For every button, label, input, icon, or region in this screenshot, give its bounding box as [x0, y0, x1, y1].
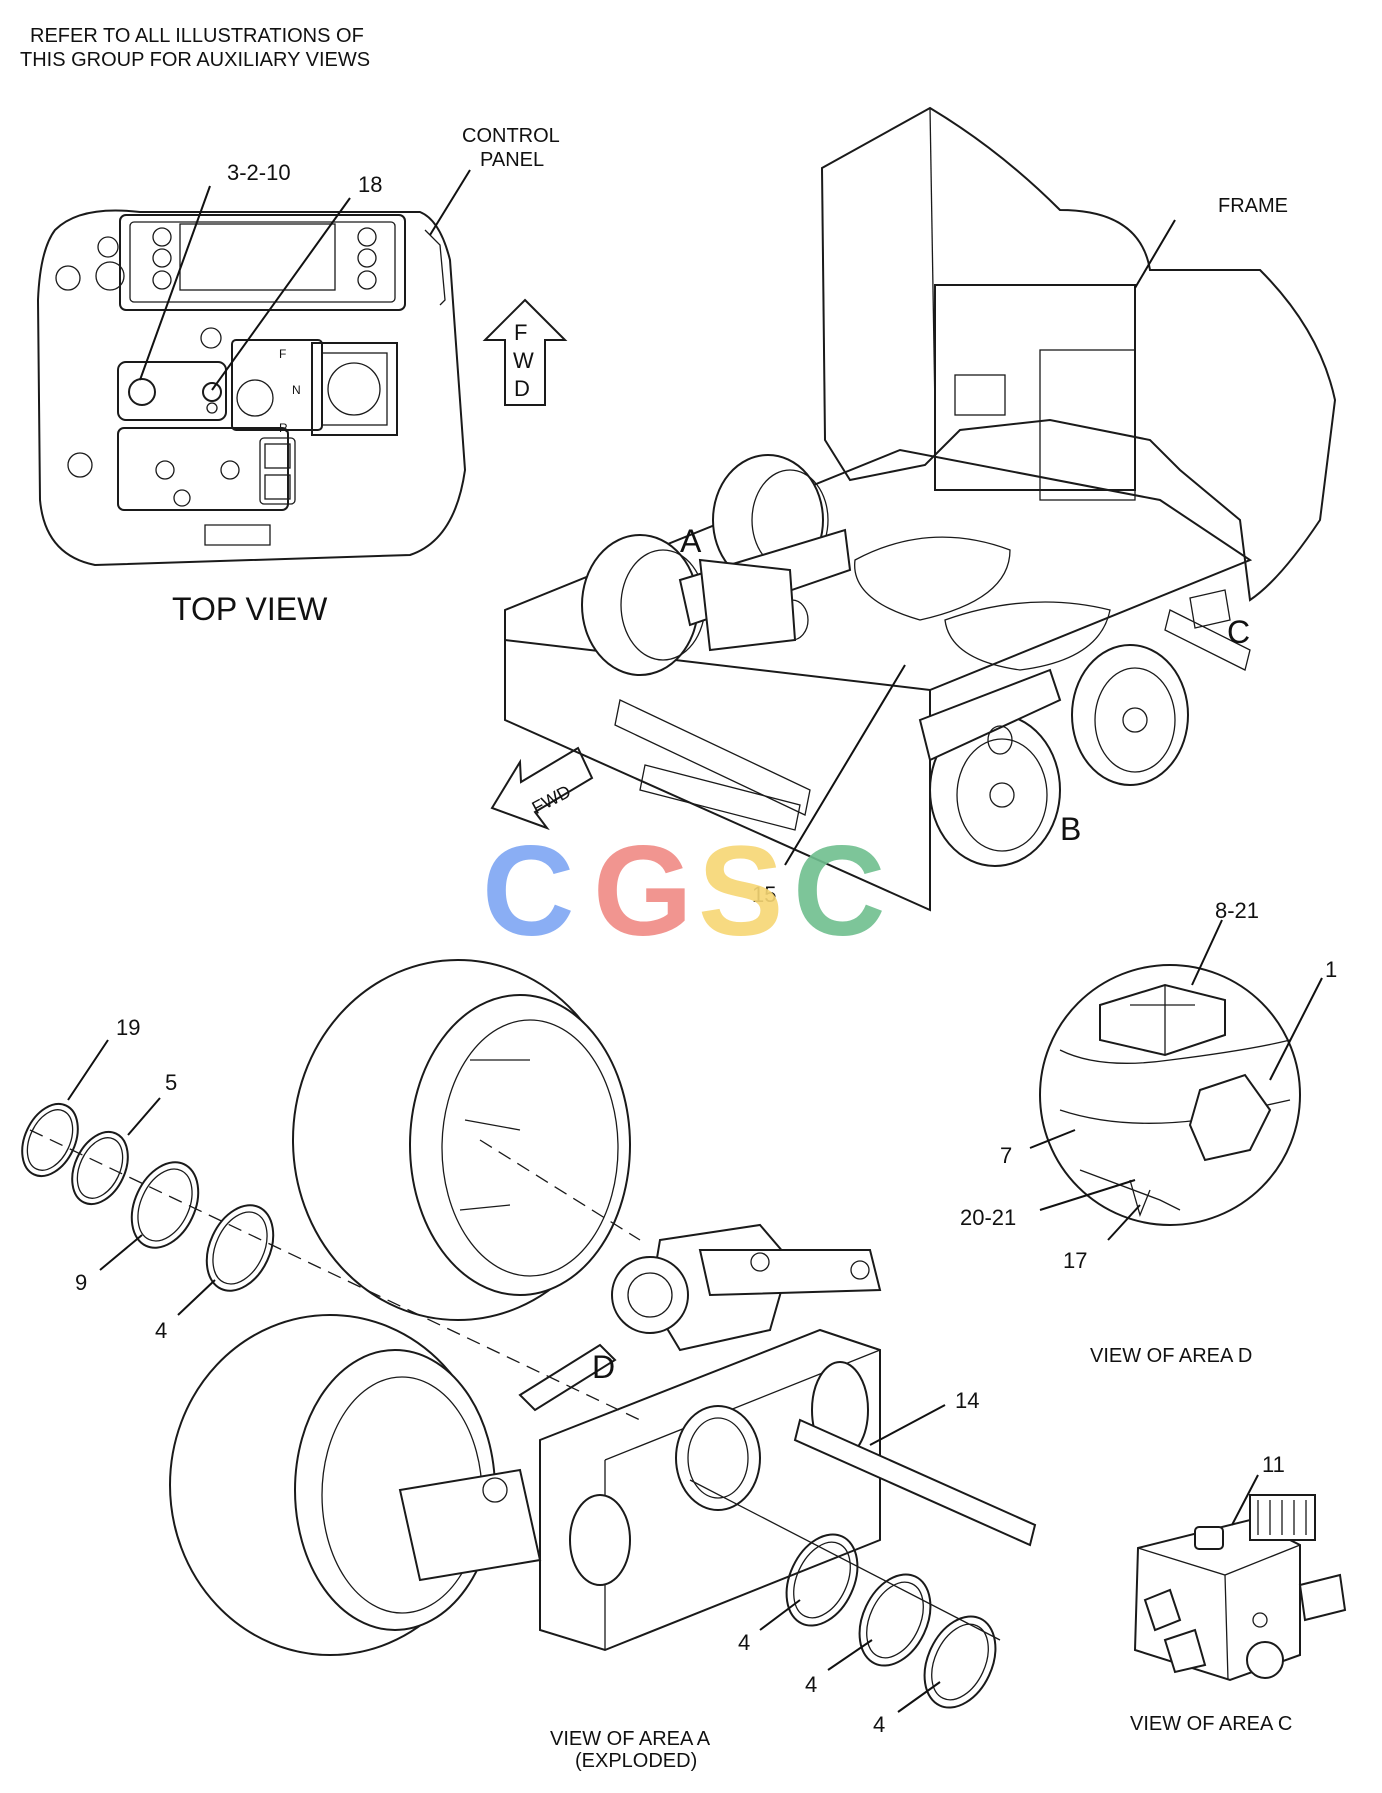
callout-15: 15 — [752, 882, 776, 907]
callout-18: 18 — [358, 172, 382, 197]
header-note-line-1: REFER TO ALL ILLUSTRATIONS OF — [30, 25, 364, 47]
top-view-caption: TOP VIEW — [172, 591, 328, 627]
leader-8-21 — [1191, 919, 1223, 986]
header-note-line-2: THIS GROUP FOR AUXILIARY VIEWS — [20, 49, 370, 71]
area-letter-b: B — [1060, 811, 1081, 847]
callout-1: 1 — [1325, 957, 1337, 982]
control-panel-label-2: PANEL — [480, 149, 544, 171]
leader-15 — [784, 664, 906, 866]
callout-4-b: 4 — [805, 1672, 817, 1697]
leader-control-panel — [429, 169, 471, 236]
fwd-arrow-letter-d: D — [514, 376, 530, 401]
watermark-letter-3: S — [698, 820, 783, 963]
control-panel-label-1: CONTROL — [462, 125, 560, 147]
callout-9: 9 — [75, 1270, 87, 1295]
fwd-arrow-letter-w: W — [513, 348, 534, 373]
view-a-caption-1: VIEW OF AREA A — [550, 1728, 711, 1750]
callout-19: 19 — [116, 1015, 140, 1040]
leader-19 — [67, 1039, 109, 1101]
frame-label: FRAME — [1218, 195, 1288, 217]
callout-14: 14 — [955, 1388, 979, 1413]
leader-7 — [1029, 1129, 1076, 1149]
leader-4-c — [897, 1681, 941, 1713]
panel-mark-f: F — [279, 347, 286, 361]
leader-9 — [99, 1234, 143, 1271]
callout-20-21: 20-21 — [960, 1205, 1016, 1230]
leader-4-b — [827, 1639, 873, 1671]
callout-4-left: 4 — [155, 1318, 167, 1343]
watermark-letter-2: G — [593, 820, 693, 963]
leader-11 — [1231, 1474, 1259, 1526]
fwd-up-arrow-icon — [482, 298, 568, 406]
area-letter-c: C — [1227, 614, 1250, 650]
area-d-detail-drawing — [1039, 964, 1301, 1226]
watermark-letter-1: C — [482, 820, 574, 963]
view-c-caption: VIEW OF AREA C — [1130, 1713, 1292, 1735]
watermark-letter-4: C — [793, 820, 885, 963]
area-letter-a: A — [680, 523, 702, 559]
exploded-wheel-assembly-drawing — [21, 959, 1037, 1709]
frame-assembly-drawing — [504, 106, 1337, 912]
leader-18 — [211, 197, 351, 391]
area-letter-d: D — [592, 1349, 615, 1385]
leader-1 — [1269, 977, 1323, 1081]
area-c-valve-block-drawing — [1133, 1494, 1347, 1682]
leader-4-a — [759, 1599, 801, 1631]
fwd-arrow-letter-f: F — [514, 320, 527, 345]
callout-4-c: 4 — [873, 1712, 885, 1737]
callout-3-2-10: 3-2-10 — [227, 160, 291, 185]
control-panel-drawing: F N R — [36, 209, 467, 567]
leader-17 — [1107, 1204, 1141, 1241]
leader-14 — [869, 1404, 946, 1446]
callout-7: 7 — [1000, 1143, 1012, 1168]
callout-8-21: 8-21 — [1215, 898, 1259, 923]
view-d-caption: VIEW OF AREA D — [1090, 1345, 1252, 1367]
callout-11: 11 — [1262, 1452, 1285, 1477]
leader-3-2-10 — [139, 185, 211, 381]
watermark-logo: C G S C — [482, 820, 885, 963]
leader-20-21 — [1039, 1179, 1136, 1211]
callout-4-a: 4 — [738, 1630, 750, 1655]
callout-17: 17 — [1063, 1248, 1087, 1273]
fwd-diagonal-arrow-icon — [490, 746, 594, 831]
panel-mark-n: N — [292, 383, 301, 397]
leader-frame — [1134, 219, 1176, 289]
leader-4-left — [177, 1279, 216, 1316]
fwd-diagonal-label: FWD — [529, 781, 575, 818]
view-a-caption-2: (EXPLODED) — [575, 1750, 697, 1772]
leader-5 — [127, 1097, 161, 1136]
callout-5: 5 — [165, 1070, 177, 1095]
